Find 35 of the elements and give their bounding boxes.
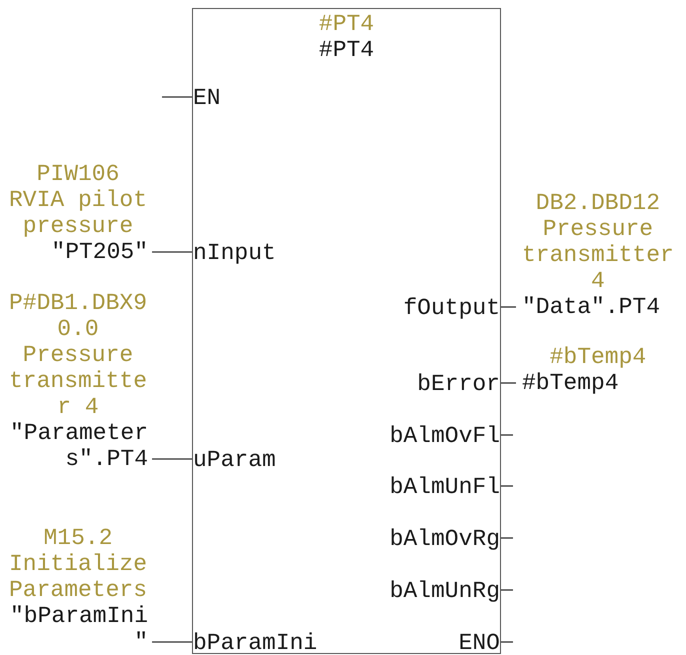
connection-line [152,251,192,253]
connection-line [501,537,513,539]
output-pin-label: bAlmUnFl [390,474,500,500]
operand-address: "PT205" [50,239,148,265]
output-pin-label: bAlmUnRg [390,578,500,604]
operand-comment: P#DB1.DBX90.0 Pressure transmitter 4 [8,290,148,420]
block-comment: #PT4 [318,11,374,37]
output-pin-label: bError [417,371,500,397]
connection-line [501,382,516,384]
output-pin-label: ENO [458,630,500,655]
operand-address: "Data".PT4 [522,294,662,320]
operand-comment: DB2.DBD12 Pressure transmitter 4 [522,190,674,294]
input-pin-label: EN [193,85,221,111]
output-pin-label: bAlmOvFl [390,423,500,449]
connection-line [501,306,516,308]
operand-comment: PIW106 RVIA pilot pressure [8,161,148,239]
connection-line [152,458,192,460]
connection-line [501,589,513,591]
instance-name: #PT4 [318,37,374,63]
input-pin-label: bParamIni [193,630,318,655]
output-pin-label: fOutput [403,295,500,321]
connection-line [501,641,513,643]
operand-address: "bParamIni" [8,603,148,655]
connection-line [501,434,513,436]
connection-line [162,96,192,98]
output-pin-label: bAlmOvRg [390,526,500,552]
operand-address: #bTemp4 [522,370,620,396]
connection-line [501,485,513,487]
operand-comment: #bTemp4 [548,344,648,370]
operand-address: "Parameters".PT4 [8,420,148,472]
connection-line [152,641,192,643]
operand-comment: M15.2 Initialize Parameters [8,525,148,603]
input-pin-label: uParam [193,447,276,473]
input-pin-label: nInput [193,240,276,266]
function-block [192,8,501,654]
